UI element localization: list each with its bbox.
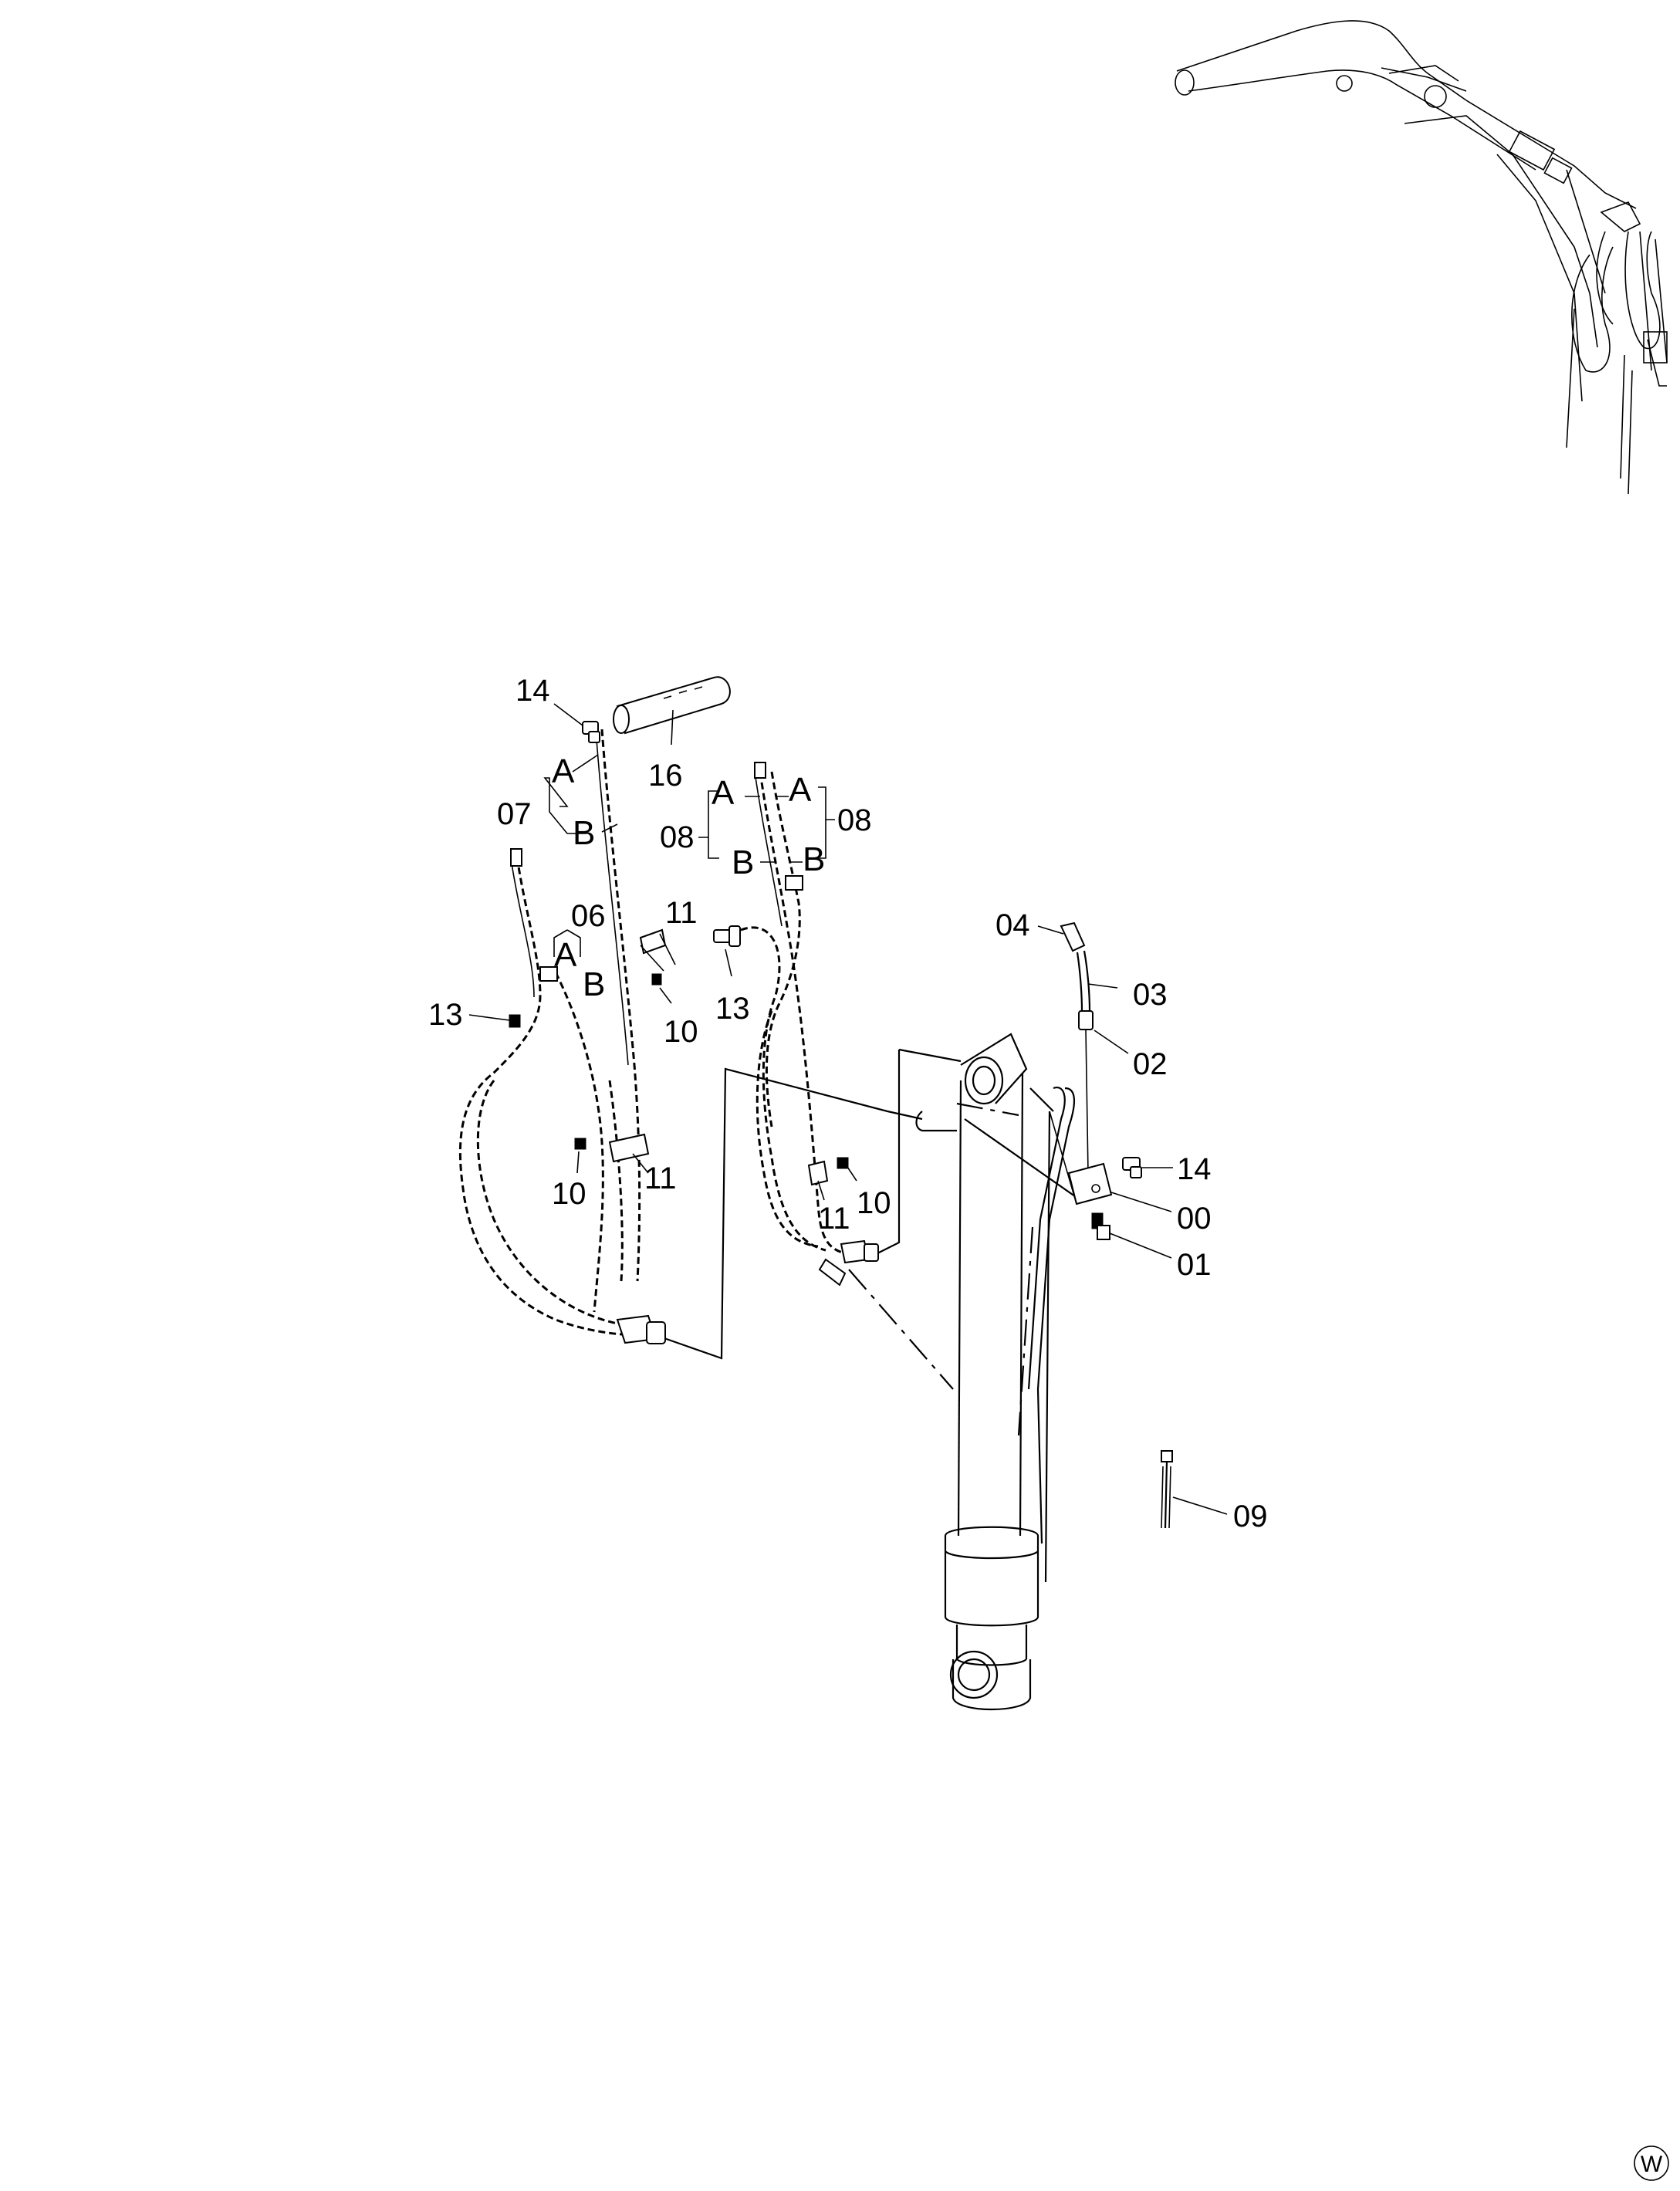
- label-06-b: B: [583, 965, 605, 1003]
- part-01-bolt: [1091, 1212, 1110, 1240]
- label-07: 07: [497, 797, 532, 831]
- label-14-right: 14: [1177, 1152, 1212, 1186]
- hydraulic-cylinder: [944, 1033, 1076, 1711]
- watermark-badge: W: [1634, 2145, 1669, 2181]
- label-07-b: B: [573, 814, 595, 852]
- label-16: 16: [648, 759, 683, 793]
- label-03: 03: [1133, 978, 1168, 1012]
- part-fitting-06-top: [510, 848, 558, 982]
- label-00: 00: [1177, 1202, 1212, 1236]
- part-14-fitting-top: [582, 721, 600, 743]
- label-08-a-right: A: [789, 771, 812, 809]
- label-10-lower: 10: [552, 1177, 586, 1211]
- part-00-block: [1067, 1162, 1113, 1205]
- part-10-left-lower: [574, 1138, 586, 1150]
- label-06: 06: [571, 899, 606, 933]
- callout-labels: 14 16 07 A B 08 08 A A B B 06 A B 11 13 …: [428, 674, 1268, 1533]
- label-07-a: A: [552, 752, 575, 790]
- label-08-a-left: A: [712, 774, 735, 812]
- label-04: 04: [995, 908, 1030, 942]
- hose-07: [595, 729, 641, 1282]
- part-11-clamp-right: [807, 1160, 829, 1186]
- label-14-top: 14: [515, 674, 550, 708]
- label-11-right: 11: [818, 1202, 850, 1236]
- label-13-left: 13: [428, 998, 463, 1032]
- part-04-elbow: [1060, 921, 1091, 1012]
- label-11-lower: 11: [644, 1161, 677, 1195]
- hose-08-a: [754, 771, 850, 1256]
- part-09-cable-tie: [1161, 1450, 1173, 1529]
- hose-loop-left: [476, 1080, 618, 1325]
- part-11-clamp-left: [608, 1133, 650, 1163]
- hose-06-a: [458, 856, 641, 1337]
- part-10-left-upper: [651, 973, 662, 986]
- label-02: 02: [1133, 1047, 1168, 1081]
- hose-08-b: [765, 771, 801, 1128]
- label-13-mid: 13: [715, 992, 750, 1026]
- part-13-mid: [713, 925, 741, 947]
- hose-loop-right: [740, 926, 826, 1252]
- label-06-a: A: [554, 936, 577, 974]
- label-10-upper: 10: [664, 1015, 698, 1049]
- label-11-upper: 11: [665, 896, 698, 930]
- part-02-adapter: [1078, 1010, 1094, 1174]
- hose-06-b: [554, 972, 624, 1313]
- label-08-b-left: B: [732, 844, 754, 881]
- part-fitting-08-top: [754, 762, 803, 891]
- connection-lines: [659, 1048, 1081, 1390]
- part-end-fitting-right: [818, 1239, 879, 1287]
- part-14-fitting-right: [1122, 1157, 1142, 1178]
- leader-lines: [468, 703, 1228, 1515]
- label-08-right: 08: [837, 803, 872, 837]
- part-10-right: [837, 1157, 849, 1169]
- label-08-left: 08: [660, 820, 695, 854]
- boom-arm-inset: [1175, 20, 1668, 495]
- part-13-left: [509, 1014, 521, 1028]
- label-08-b-right: B: [803, 840, 825, 878]
- label-09: 09: [1233, 1500, 1268, 1533]
- part-end-fitting-left: [616, 1314, 666, 1344]
- part-16-cylinder-pin: [613, 676, 731, 735]
- label-01: 01: [1177, 1248, 1212, 1282]
- label-10-right: 10: [857, 1186, 891, 1220]
- watermark-letter: W: [1641, 2152, 1663, 2177]
